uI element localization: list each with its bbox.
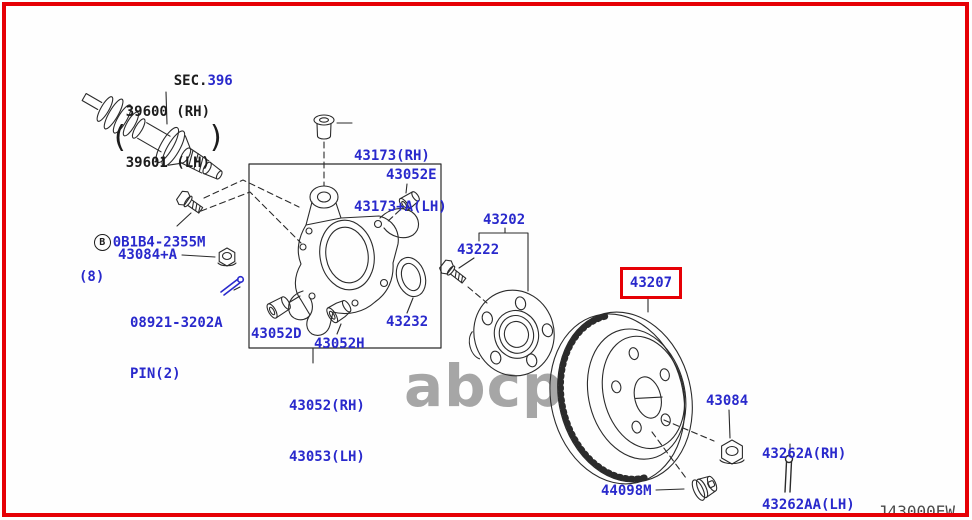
sec-number[interactable]: 396: [207, 73, 233, 89]
cap-44098m-icon: [690, 472, 720, 502]
label-43207-number[interactable]: 43207: [629, 275, 673, 291]
bushing-43173-icon: [314, 115, 334, 139]
sec-line1: 39600 (RH): [125, 104, 211, 120]
leader-lines: [166, 92, 790, 490]
hub-43202-drawing: [458, 281, 563, 386]
bushing-43052d-icon: [265, 295, 292, 320]
dashed-assembly-lines: [201, 142, 714, 478]
paren-close: ): [210, 120, 222, 155]
label-43084[interactable]: 43084: [706, 393, 749, 409]
label-sec-part-numbers: ( 39600 (RH) 39601 (LH) ): [114, 70, 222, 206]
bolt-b-icon: [175, 189, 205, 217]
label-43173[interactable]: 43173(RH) 43173+A(LH): [354, 114, 447, 250]
label-43232[interactable]: 43232: [386, 314, 429, 330]
rotor-43207-drawing[interactable]: [532, 298, 709, 499]
drawing-code: J43000EW: [878, 502, 956, 520]
paren-open: (: [114, 120, 126, 155]
label-43173-line2[interactable]: 43173+A(LH): [354, 199, 447, 215]
sec-line2: 39601 (LH): [125, 155, 211, 171]
label-sec-396[interactable]: SEC.396: [140, 56, 233, 107]
label-43222[interactable]: 43222: [457, 242, 500, 258]
bolt-43222-icon: [438, 258, 469, 287]
cv-axle-drawing: [74, 80, 231, 194]
label-08921-qty: PIN(2): [130, 366, 181, 382]
label-bolt-b-number[interactable]: 0B1B4-2355M: [112, 234, 206, 251]
label-43084a[interactable]: 43084+A: [118, 247, 178, 263]
label-44098m[interactable]: 44098M: [601, 483, 652, 499]
bushing-43052h-icon: [325, 298, 354, 325]
label-08921[interactable]: 08921-3202A PIN(2): [130, 281, 223, 417]
knuckle-group-box: [249, 164, 441, 348]
label-43202[interactable]: 43202: [483, 212, 526, 228]
sec-prefix: SEC.: [173, 73, 208, 89]
seal-43232-icon: [392, 254, 431, 301]
label-knuckle-line2[interactable]: 43053(LH): [289, 449, 365, 465]
label-43173-line1[interactable]: 43173(RH): [354, 148, 430, 164]
label-43052d[interactable]: 43052D: [251, 326, 302, 342]
label-08921-number[interactable]: 08921-3202A: [130, 315, 223, 331]
knuckle-drawing: [289, 186, 419, 335]
label-knuckle-line1[interactable]: 43052(RH): [289, 398, 365, 414]
nut-43084a-icon: [218, 248, 236, 266]
b-badge-icon: B: [93, 234, 111, 251]
label-43207-highlight[interactable]: 43207: [620, 267, 682, 299]
label-knuckle[interactable]: 43052(RH) 43053(LH): [289, 364, 365, 500]
label-43262[interactable]: 43262A(RH) 43262AA(LH): [762, 412, 855, 520]
label-43262-line1[interactable]: 43262A(RH): [762, 446, 847, 462]
label-bolt-b-qty: (8): [79, 268, 105, 285]
cotter-pin-43262-icon: [785, 456, 793, 493]
label-43052e[interactable]: 43052E: [386, 167, 437, 183]
label-43262-line2[interactable]: 43262AA(LH): [762, 497, 855, 513]
label-43052h[interactable]: 43052H: [314, 336, 365, 352]
pin-08921-icon: [221, 277, 243, 295]
bushing-43052e-icon: [398, 189, 422, 212]
nut-43084-icon: [720, 440, 744, 464]
